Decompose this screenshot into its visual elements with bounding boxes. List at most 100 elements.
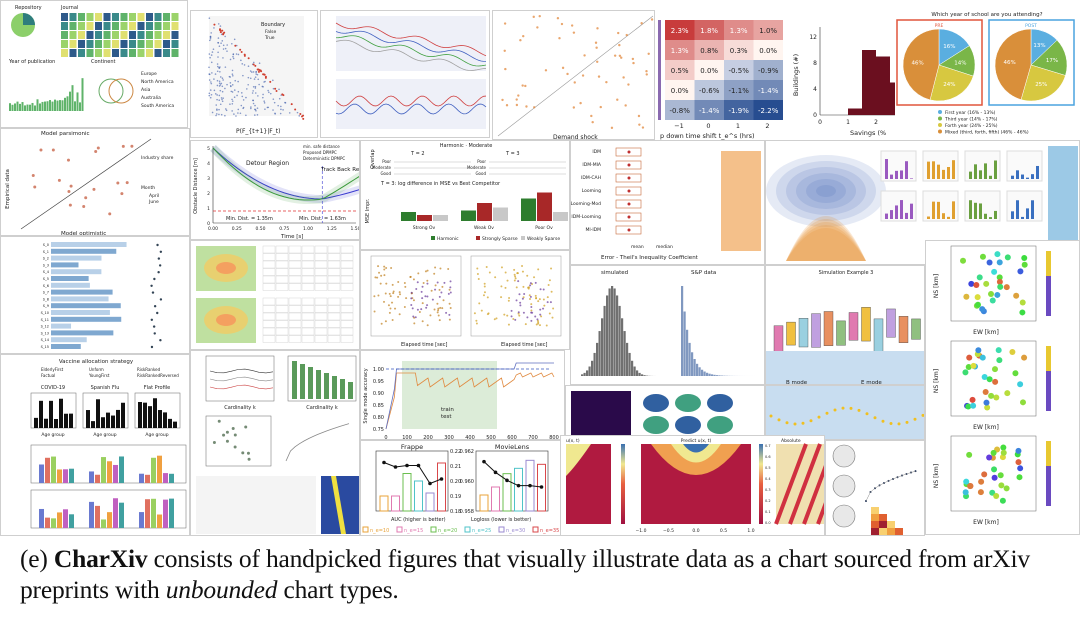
- heatmap-value: -2.2%: [758, 107, 779, 115]
- scatter-point: [544, 69, 548, 72]
- scatter-point: [243, 64, 246, 66]
- x-tick: 2: [874, 119, 878, 126]
- scatter-point: [219, 31, 222, 34]
- scatter-point: [475, 319, 478, 322]
- year-bar: [29, 104, 31, 111]
- scatter-point: [245, 114, 247, 117]
- scatter-point: [431, 298, 434, 301]
- scatter-point: [552, 307, 555, 310]
- scatter-point: [116, 181, 120, 185]
- mini-bar: [1026, 208, 1029, 219]
- scatter-point: [418, 311, 421, 314]
- journal-title: Journal: [60, 5, 78, 11]
- heatmap-figure: 2.3%1.8%1.3%1.0%1.3%0.8%0.3%0.0%0.5%0.0%…: [655, 15, 790, 140]
- heatmap-cell: [724, 100, 754, 120]
- year-title: Year of publication: [8, 59, 55, 65]
- year-bar: [9, 103, 11, 111]
- grid-cell: [171, 49, 179, 57]
- grid-cell: [154, 49, 162, 57]
- point-marker: [159, 339, 162, 342]
- x-axis-label: Error - Theil's Inequality Coefficient: [601, 255, 699, 261]
- table-cell: [340, 312, 354, 321]
- legend-marker: [938, 116, 942, 121]
- scatter-point: [522, 285, 525, 288]
- year-bar: [21, 102, 24, 111]
- histogram-bar: [691, 352, 694, 376]
- table-cell: [262, 245, 276, 254]
- series-line: [335, 103, 487, 115]
- table-cell: [288, 260, 302, 269]
- auc-bar: [502, 473, 512, 512]
- row-label: S_1: [43, 250, 49, 254]
- bar: [69, 468, 74, 483]
- scatter-point: [596, 27, 599, 30]
- heatmap-value: 0.3%: [730, 47, 748, 55]
- legend-title: Industry share: [141, 155, 174, 161]
- scatter-point: [221, 77, 224, 80]
- x-tick: −1.0: [636, 528, 647, 534]
- scatter-point: [299, 112, 302, 115]
- scatter-point: [290, 103, 293, 106]
- scatter-point: [274, 87, 277, 90]
- scatter-point: [233, 96, 236, 98]
- bar: [51, 518, 56, 528]
- series-line: [209, 368, 274, 374]
- year-bar: [14, 103, 16, 111]
- bar: [86, 410, 90, 428]
- point-marker: [152, 325, 156, 328]
- scatter-point: [631, 57, 635, 61]
- scatter-point: [236, 94, 238, 97]
- scatter-point: [413, 322, 416, 325]
- table-cell: [288, 245, 302, 254]
- table-cell: [288, 275, 302, 284]
- mini-bar: [969, 200, 972, 219]
- scatter-point: [231, 69, 234, 72]
- scatter-point: [539, 308, 542, 311]
- group-label: Weak Ov: [474, 225, 494, 231]
- scatter-point: [448, 318, 451, 321]
- x-axis-label: EW [km]: [973, 424, 999, 431]
- scatter-point: [390, 267, 393, 270]
- grid-cell: [154, 40, 162, 48]
- matrix-cell: [871, 521, 879, 528]
- grid-cell: [103, 31, 111, 39]
- pie-figure: Which year of school are you attending?P…: [895, 10, 1080, 140]
- h-bar: [51, 269, 102, 275]
- scatter-point: [252, 99, 255, 102]
- mini-bar: [984, 213, 987, 219]
- data-marker: [994, 291, 1001, 298]
- data-marker: [996, 259, 1003, 266]
- scatter-point: [209, 56, 211, 59]
- bar: [340, 379, 345, 399]
- bar: [158, 410, 162, 428]
- matrix-cell: [879, 528, 887, 535]
- x-tick: 0: [818, 119, 822, 126]
- scatter-point: [426, 269, 429, 272]
- scatter-point: [591, 120, 594, 124]
- y-tick: 3: [207, 176, 210, 182]
- bar: [101, 457, 106, 483]
- histogram-bar: [683, 311, 686, 376]
- heatmap-cell: [665, 20, 695, 40]
- table-cell: [262, 312, 276, 321]
- scatter-point: [510, 309, 513, 312]
- x-tick: 1: [846, 119, 850, 126]
- grid-cell: [137, 40, 145, 48]
- histogram-bar: [613, 288, 616, 376]
- scatter-point: [547, 284, 550, 287]
- pie-slice-label: 17%: [1046, 58, 1058, 64]
- bar: [139, 512, 144, 528]
- scatter-point: [222, 48, 225, 50]
- legend-item: Unform: [89, 367, 104, 372]
- scatter-point: [397, 281, 400, 284]
- scatter-point: [421, 285, 424, 288]
- scatter-point: [495, 317, 498, 320]
- table-cell: [301, 297, 315, 306]
- x-axis-label: Age group: [93, 432, 116, 438]
- heatmap-value: 0.0%: [671, 87, 689, 95]
- scatter-point: [213, 78, 215, 80]
- y-tick: 0.75: [373, 427, 384, 433]
- table-cell: [288, 305, 302, 313]
- table-cell: [327, 253, 341, 261]
